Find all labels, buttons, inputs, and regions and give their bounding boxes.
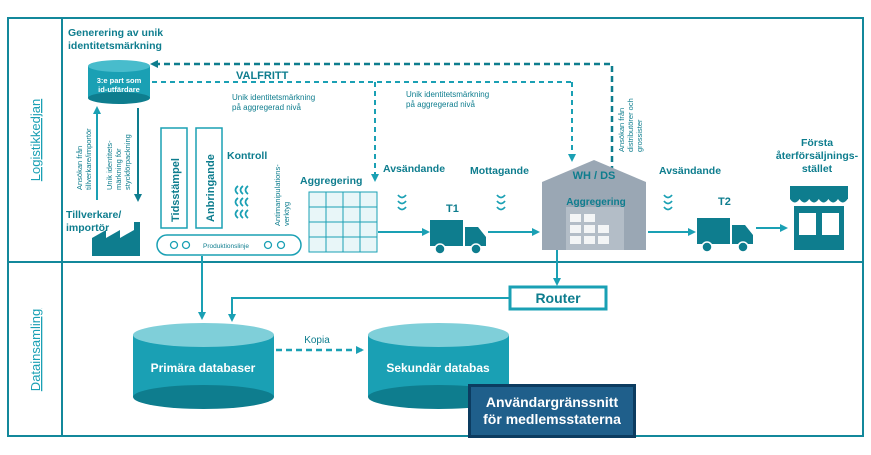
timestamp-box <box>160 127 188 229</box>
retail-label-line2: återförsäljnings- <box>776 150 859 162</box>
generation-title-line1: Generering av unik <box>68 27 163 39</box>
section-label-datacollection: Datainsamling <box>28 309 43 391</box>
manufacturer-request-line1: Ansökan från <box>75 146 84 190</box>
sender1-signal-icon <box>397 194 407 211</box>
issuer-label-line1: 3:e part som <box>97 76 142 85</box>
sender1-label: Avsändande <box>383 163 445 175</box>
control-signal-icon <box>234 185 249 219</box>
belt-roller <box>276 240 286 250</box>
outer-frame <box>7 17 864 437</box>
issuer-database: 3:e part som id-utfärdare <box>88 60 150 104</box>
timestamp-label: Tidsstämpel <box>170 158 182 222</box>
secondary-db-label: Sekundär databas <box>386 361 490 375</box>
belt-roller <box>181 240 191 250</box>
aggregated-id-left-line1: Unik identitetsmärkning <box>232 93 315 102</box>
sender2-label: Avsändande <box>659 165 721 177</box>
router-label: Router <box>535 290 581 306</box>
generation-title-line2: identitetsmärkning <box>68 40 162 52</box>
distributor-request-line3: grossister <box>635 119 644 152</box>
primary-db-label: Primära databaser <box>151 361 256 375</box>
aggregation-grid <box>308 191 378 253</box>
router-box <box>508 285 608 311</box>
sender2-signal-icon <box>663 194 673 211</box>
manufacturer-request-line2: tillverkare/importör <box>84 128 93 190</box>
warehouse-label: WH / DS <box>573 170 616 182</box>
apply-label: Anbringande <box>205 154 217 222</box>
warehouse-aggregation-label: Aggregering <box>566 197 625 208</box>
retail-label-line1: Första <box>801 137 833 149</box>
t1-label: T1 <box>446 203 459 215</box>
truck2-icon <box>697 218 753 253</box>
antitamper-line1: Antimanipulations- <box>273 164 282 226</box>
manufacturer-label-line1: Tillverkare/ <box>66 209 121 221</box>
production-belt <box>156 234 302 256</box>
production-line-label: Produktionslinje <box>203 243 249 250</box>
aggregated-id-right-line1: Unik identitetsmärkning <box>406 90 489 99</box>
belt-roller <box>263 240 273 250</box>
factory-icon <box>92 222 140 256</box>
apply-box <box>195 127 223 229</box>
optional-label: VALFRITT <box>236 70 289 82</box>
optional-dashed-loop <box>150 60 614 172</box>
control-label: Kontroll <box>227 150 267 162</box>
aggregated-id-right-line2: på aggregerad nivå <box>406 100 475 109</box>
aggregated-id-left-line2: på aggregerad nivå <box>232 103 301 112</box>
truck1-icon <box>430 220 486 255</box>
router-to-primary-line <box>228 297 510 322</box>
warehouse-icon <box>542 160 646 250</box>
issuer-label-line2: id-utfärdare <box>98 85 140 94</box>
receiver-label: Mottagande <box>470 165 529 177</box>
receiver-signal-icon <box>496 194 506 211</box>
distributor-request-line2: distributörer och <box>626 98 635 152</box>
manufacturer-label-line2: importör <box>66 222 109 234</box>
unit-id-line3: styckförpackning <box>123 134 132 190</box>
primary-database <box>133 323 274 409</box>
distributor-request-line1: Ansökan från <box>617 108 626 152</box>
aggregation-label: Aggregering <box>300 175 362 187</box>
section-label-logistics: Logistikkedjan <box>28 99 43 181</box>
t2-label: T2 <box>718 196 731 208</box>
copy-label: Kopia <box>304 335 330 346</box>
unit-id-line2: märkning för <box>114 148 123 190</box>
member-state-ui-box: Användargränssnitt för medlemsstaterna <box>468 384 636 438</box>
ui-label-line1: Användargränssnitt <box>485 394 619 410</box>
unit-id-line1: Unik identitets- <box>105 140 114 190</box>
belt-roller <box>169 240 179 250</box>
shop-icon <box>790 186 848 250</box>
ui-label-line2: för medlemsstaterna <box>483 411 621 427</box>
antitamper-line2: verktyg <box>282 202 291 226</box>
retail-label-line3: stället <box>802 163 833 175</box>
